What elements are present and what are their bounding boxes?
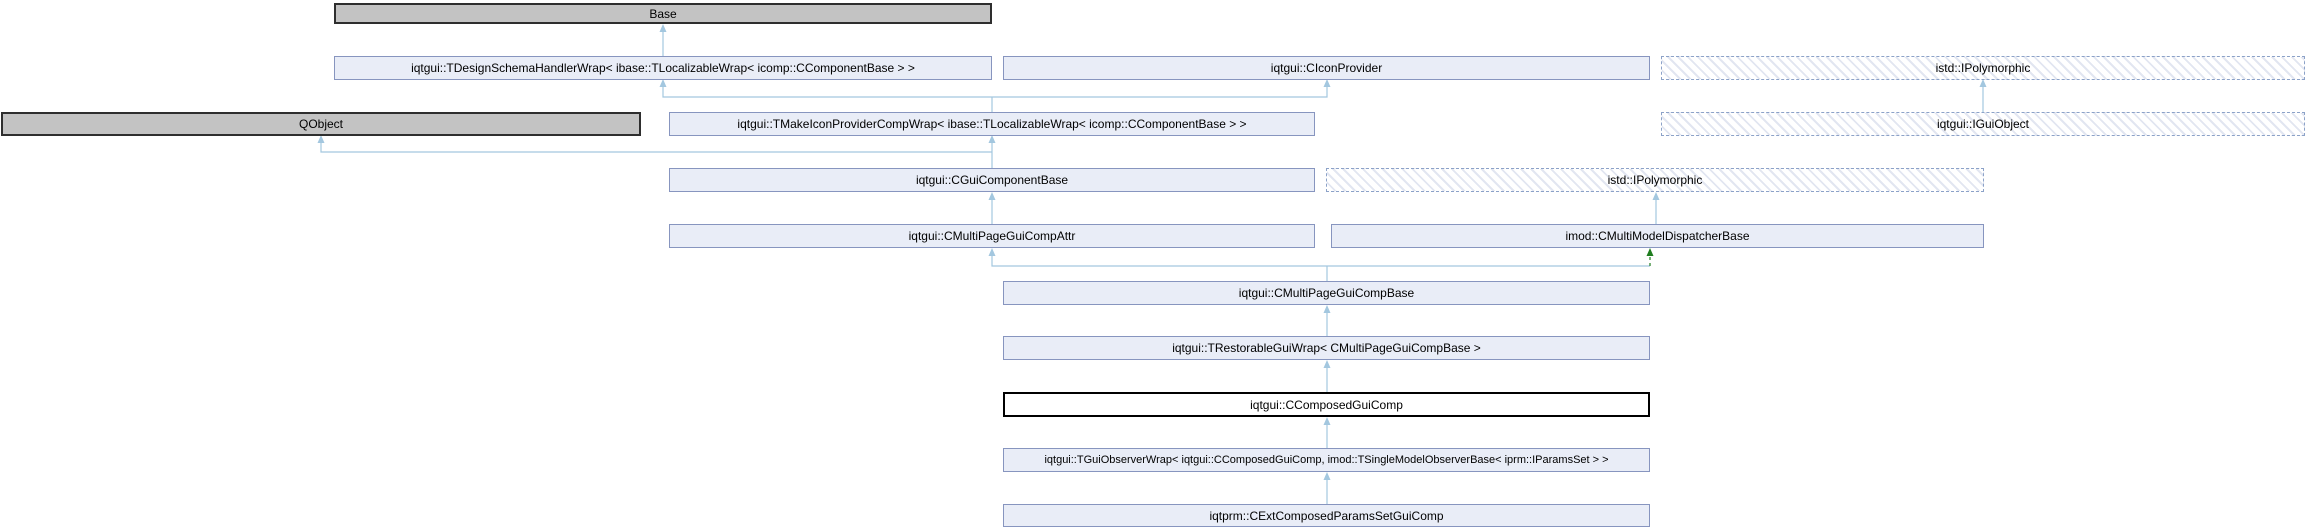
arrowhead-ipolymorphic-top	[1979, 79, 1987, 87]
node-ipolymorphic-mid: istd::IPolymorphic	[1326, 168, 1984, 192]
node-ext-composed-params-set-gui-comp[interactable]: iqtprm::CExtComposedParamsSetGuiComp	[1003, 504, 1650, 527]
edge-cgui-to-qobject-and-makeicon	[320, 143, 993, 168]
node-igui-object: iqtgui::IGuiObject	[1661, 112, 2305, 136]
node-gui-component-base[interactable]: iqtgui::CGuiComponentBase	[669, 168, 1315, 192]
node-gui-observer-wrap[interactable]: iqtgui::TGuiObserverWrap< iqtgui::CCompo…	[1003, 448, 1650, 472]
arrowhead-dispatcher-protected	[1646, 248, 1654, 256]
edge-makeicon-to-design-and-iconprovider	[662, 86, 1328, 112]
node-base: Base	[334, 3, 992, 24]
edge-mpbase-to-attr	[991, 255, 1650, 281]
node-qobject: QObject	[1, 112, 641, 136]
arrowhead-ipolymorphic-mid	[1652, 192, 1660, 200]
arrowhead-base	[659, 24, 667, 32]
node-make-icon-provider-comp-wrap[interactable]: iqtgui::TMakeIconProviderCompWrap< ibase…	[669, 112, 1315, 136]
arrowhead-icon-provider	[1323, 79, 1331, 87]
node-multi-model-dispatcher-base[interactable]: imod::CMultiModelDispatcherBase	[1331, 224, 1984, 248]
arrowhead-observer	[1323, 472, 1331, 480]
node-multi-page-gui-comp-base[interactable]: iqtgui::CMultiPageGuiCompBase	[1003, 281, 1650, 305]
node-design-schema-handler-wrap[interactable]: iqtgui::TDesignSchemaHandlerWrap< ibase:…	[334, 56, 992, 80]
arrowhead-mpbase	[1323, 305, 1331, 313]
arrowhead-cgui	[988, 192, 996, 200]
arrowhead-restorable	[1323, 360, 1331, 368]
node-restorable-gui-wrap[interactable]: iqtgui::TRestorableGuiWrap< CMultiPageGu…	[1003, 336, 1650, 360]
node-icon-provider[interactable]: iqtgui::CIconProvider	[1003, 56, 1650, 80]
node-composed-gui-comp: iqtgui::CComposedGuiComp	[1003, 392, 1650, 417]
arrowhead-composed	[1323, 417, 1331, 425]
arrowhead-makeicon	[988, 135, 996, 143]
node-multi-page-gui-comp-attr[interactable]: iqtgui::CMultiPageGuiCompAttr	[669, 224, 1315, 248]
arrowhead-attr	[988, 248, 996, 256]
arrowhead-qobject	[317, 135, 325, 143]
arrowhead-design-schema	[659, 79, 667, 87]
node-ipolymorphic-top: istd::IPolymorphic	[1661, 56, 2305, 80]
